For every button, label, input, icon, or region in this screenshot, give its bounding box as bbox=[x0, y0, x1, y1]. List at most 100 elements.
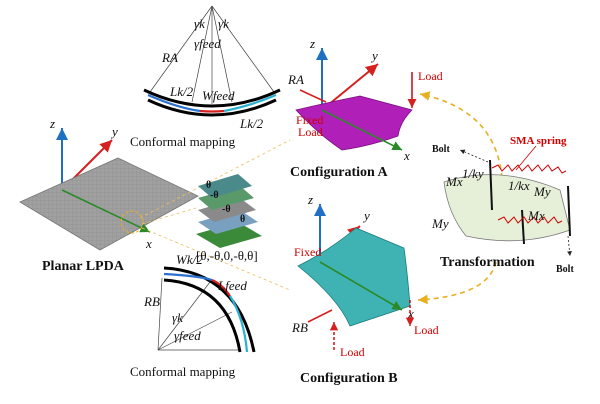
bottom-fan-arc-red bbox=[211, 278, 231, 297]
bottom-fan-group: Wk/2 Lfeed RB γk γfeed Conformal mapping bbox=[130, 252, 256, 379]
config-b-x-axis bbox=[319, 261, 403, 311]
config-a-surface bbox=[295, 95, 413, 151]
bottom-fan-arc-outer bbox=[163, 266, 256, 353]
config-a-radius: RA bbox=[287, 72, 304, 87]
layup-ply-1 bbox=[196, 222, 262, 248]
planar-x-axis bbox=[61, 189, 151, 233]
config-b-fixed: Fixed bbox=[294, 245, 321, 259]
config-b-y-label: y bbox=[362, 208, 370, 223]
config-b-group: z y x Fixed RB Load Load Configuration B bbox=[291, 192, 439, 386]
planar-x-label: x bbox=[145, 236, 152, 251]
planar-lpda-group: z y x Planar LPDA bbox=[19, 116, 199, 274]
top-gamma-k-left: γk bbox=[194, 16, 205, 31]
layup-ply-3 bbox=[198, 198, 256, 222]
layup-sequence: [θ,-θ,0,-θ,θ] bbox=[196, 248, 258, 263]
top-fan-arc-blue bbox=[147, 93, 201, 113]
top-fan-line-2 bbox=[191, 5, 213, 103]
layup-neg-theta-1: -θ bbox=[210, 190, 219, 201]
config-a-z-label: z bbox=[309, 36, 315, 51]
bottom-mapping-label: Conformal mapping bbox=[130, 364, 236, 379]
top-mapping-label: Conformal mapping bbox=[130, 134, 236, 149]
layup-ply-5 bbox=[198, 174, 252, 198]
bottom-fan-line-2 bbox=[157, 281, 211, 351]
transform-spring-2 bbox=[497, 216, 563, 224]
transform-bolt-post-mid bbox=[521, 209, 525, 245]
layup-theta-2: θ bbox=[240, 214, 245, 225]
transform-inv-ky: 1/ky bbox=[462, 166, 484, 181]
planar-title: Planar LPDA bbox=[42, 259, 125, 274]
transform-title: Transformation bbox=[440, 255, 535, 270]
layup-ply-4 bbox=[198, 186, 254, 210]
bottom-gamma-feed: γfeed bbox=[174, 328, 201, 343]
config-a-load: Load bbox=[418, 69, 443, 83]
bottom-wk2: Wk/2 bbox=[176, 252, 203, 267]
config-a-fixed: Fixed bbox=[296, 113, 323, 127]
bottom-fan-arc-inner bbox=[163, 278, 242, 353]
planar-antenna-surface bbox=[19, 157, 199, 251]
transform-mx-right: Mx bbox=[527, 208, 545, 223]
top-lk2-left: Lk/2 bbox=[169, 84, 194, 99]
bottom-fan-line-3 bbox=[157, 311, 233, 351]
transform-bolt-bottom-pointer bbox=[567, 235, 572, 257]
layup-group: θ -θ -θ θ [θ,-θ,0,-θ,θ] bbox=[196, 174, 262, 263]
layup-ply-2 bbox=[198, 210, 258, 234]
config-b-x-label: x bbox=[407, 306, 414, 321]
planar-y-label: y bbox=[110, 124, 118, 139]
transform-inv-kx: 1/kx bbox=[508, 178, 530, 193]
bottom-lfeed: Lfeed bbox=[217, 278, 247, 293]
transform-arrow-top bbox=[419, 91, 503, 179]
top-fan-arc-cyan bbox=[223, 93, 277, 113]
config-a-x-label: x bbox=[403, 148, 410, 163]
planar-zoom-circle bbox=[120, 210, 144, 234]
transform-bolt-top-pointer bbox=[459, 149, 489, 163]
config-a-radius-line bbox=[299, 89, 327, 103]
transform-mx: Mx bbox=[445, 174, 463, 189]
config-a-load-2: Load bbox=[298, 125, 323, 139]
transform-my-right: My bbox=[533, 184, 551, 199]
transform-spring bbox=[491, 164, 567, 174]
config-b-title: Configuration B bbox=[300, 371, 398, 386]
config-a-y-label: y bbox=[370, 48, 378, 63]
bottom-fan-arc-cyan bbox=[229, 295, 249, 353]
transform-bolt-bottom: Bolt bbox=[556, 264, 574, 275]
guide-line-top bbox=[139, 139, 291, 219]
guide-line-bottom bbox=[141, 227, 291, 291]
layup-neg-theta-2: -θ bbox=[222, 204, 231, 215]
top-wfeed: Wfeed bbox=[202, 88, 235, 103]
config-b-radius-line bbox=[307, 309, 333, 323]
bottom-fan-line-1 bbox=[157, 277, 163, 351]
config-b-radius: RB bbox=[291, 320, 308, 335]
top-fan-line-4 bbox=[211, 5, 233, 103]
top-fan-arc-inner bbox=[147, 98, 277, 117]
top-radius-label: RA bbox=[161, 50, 178, 65]
top-fan-line-5 bbox=[211, 5, 275, 93]
transform-arrow-bottom bbox=[417, 261, 497, 305]
config-a-x-axis bbox=[321, 109, 403, 151]
transform-bolt-top: Bolt bbox=[432, 144, 450, 155]
transform-sma-pointer bbox=[515, 145, 537, 171]
top-gamma-k-right: γk bbox=[218, 16, 229, 31]
transform-sma: SMA spring bbox=[510, 135, 567, 147]
transformation-group: SMA spring Bolt Bolt Mx 1/ky 1/kx My Mx … bbox=[417, 91, 574, 305]
layup-theta-1: θ bbox=[206, 180, 211, 191]
bottom-radius: RB bbox=[143, 294, 160, 309]
config-a-group: z y RA x Load Fixed Load Configuration A bbox=[287, 36, 443, 180]
top-lk2-right: Lk/2 bbox=[239, 116, 264, 131]
config-a-title: Configuration A bbox=[290, 165, 389, 180]
bottom-fan-arc-blue bbox=[163, 272, 213, 282]
transform-plate bbox=[443, 174, 571, 242]
transform-my: My bbox=[431, 216, 449, 231]
bottom-gamma-k: γk bbox=[172, 310, 183, 325]
planar-z-label: z bbox=[49, 116, 55, 131]
top-fan-arc-red bbox=[199, 109, 225, 113]
config-b-load-right: Load bbox=[414, 323, 439, 337]
top-fan-group: γk γk γfeed RA Lk/2 Wfeed Lk/2 Conformal… bbox=[130, 5, 281, 149]
config-b-surface bbox=[297, 227, 411, 327]
transform-bolt-post-right bbox=[567, 185, 571, 237]
config-b-z-label: z bbox=[307, 192, 313, 207]
config-b-load-bottom: Load bbox=[340, 345, 365, 359]
top-fan-line-1 bbox=[149, 5, 213, 93]
transform-bolt-post-left bbox=[489, 159, 493, 211]
top-gamma-feed: γfeed bbox=[194, 36, 221, 51]
